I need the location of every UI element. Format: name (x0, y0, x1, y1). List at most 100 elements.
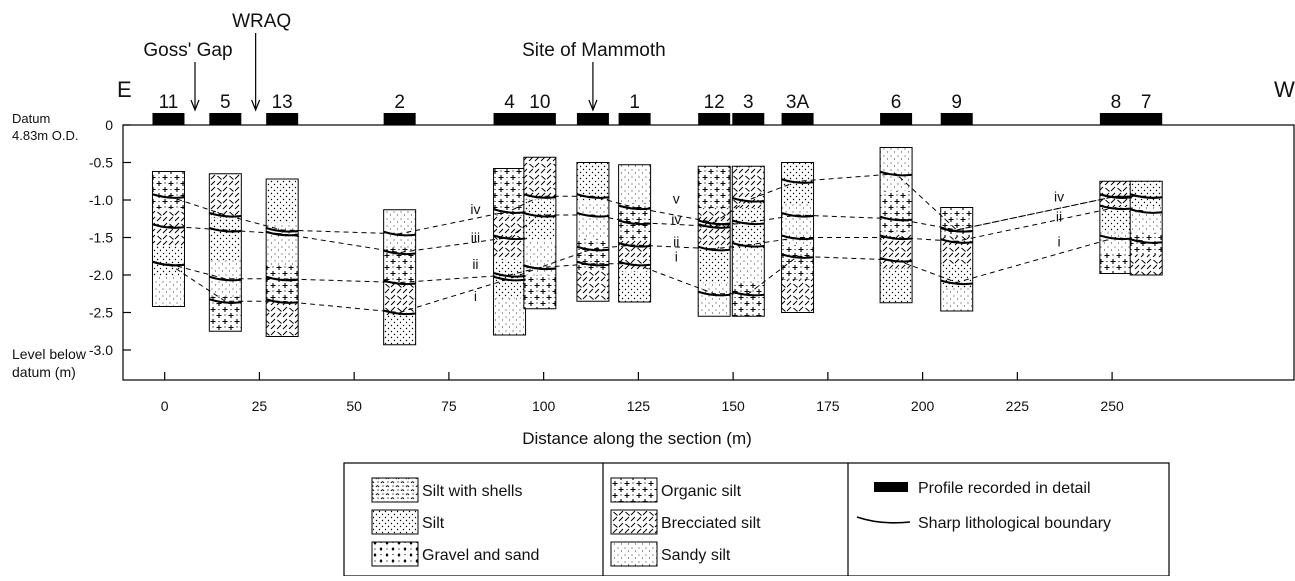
profile-outline (576, 162, 610, 302)
horizon-label: ii (673, 233, 679, 249)
profile-column-1 (576, 162, 610, 302)
legend-swatch-silt (371, 509, 419, 535)
profile-band (618, 271, 651, 302)
profile-band (732, 248, 765, 284)
y-tick-label: -0.5 (89, 155, 113, 171)
profile-column-6 (879, 147, 913, 304)
horizon-ii-sharp-boundary (618, 242, 651, 248)
profile-bar (493, 113, 526, 125)
horizon-iii-sharp-boundary (618, 219, 651, 226)
profile-band (523, 199, 556, 241)
horizon-ii-sharp-boundary (1099, 204, 1133, 211)
horizon-iv-sharp-boundary (265, 227, 299, 233)
horizon-ii-sharp-boundary (781, 234, 814, 241)
horizon-ii-sharp-boundary (152, 260, 185, 267)
horizon-i-sharp-boundary (209, 298, 242, 304)
profile-outline (265, 178, 299, 337)
legend-label: Organic silt (661, 483, 742, 500)
y-tick-label: -1.0 (89, 192, 113, 208)
horizon-label: i (675, 248, 678, 264)
legend-label: Silt (422, 515, 445, 532)
y-axis: 0-0.5-1.0-1.5-2.0-2.5-3.0 (89, 117, 131, 358)
x-tick-label: 100 (532, 398, 556, 414)
x-tick-label: 25 (252, 398, 268, 414)
profile-bar (940, 113, 973, 125)
profile-bar (781, 113, 814, 125)
profile-band (940, 288, 973, 311)
x-tick-label: 225 (1006, 398, 1030, 414)
y-tick-label: -3.0 (89, 342, 113, 358)
profile-band (152, 276, 185, 307)
profile-column-11 (151, 171, 185, 307)
horizon-lines (152, 170, 1163, 316)
arrow-head-icon (251, 99, 261, 112)
legend-swatch-organic (610, 477, 658, 503)
profile-number: 1 (629, 92, 640, 113)
profile-band (383, 209, 416, 248)
profile-bar (523, 113, 556, 125)
profile-band (1099, 253, 1132, 274)
profile-number: 7 (1141, 92, 1152, 113)
profile-outline (940, 207, 974, 312)
horizon-i-sharp-boundary (697, 290, 731, 297)
horizon-iii-sharp-boundary (209, 227, 242, 233)
profile-bar (576, 113, 609, 125)
profile-band (266, 179, 299, 224)
profile-number: 11 (159, 92, 179, 113)
horizon-iv-sharp-boundary (697, 219, 731, 226)
profile-bar (618, 113, 651, 125)
x-tick-label: 125 (627, 398, 651, 414)
horizon-label: i (474, 288, 477, 304)
profile-number: 5 (220, 92, 231, 113)
horizon-i-sharp-boundary (618, 260, 651, 267)
profile-band (698, 166, 731, 209)
horizon-label: iii (471, 230, 480, 246)
horizon-ii-sharp-boundary (383, 279, 416, 286)
legend-label: Silt with shells (422, 483, 522, 500)
horizon-ii-sharp-boundary (523, 264, 556, 271)
profile-bar (152, 113, 185, 125)
profile-number: 8 (1111, 92, 1122, 113)
profile-number: 6 (891, 92, 902, 113)
horizon-iii-sharp-boundary (493, 234, 526, 241)
profile-columns (151, 147, 1163, 346)
profile-band (493, 168, 526, 216)
profile-band (152, 245, 185, 277)
x-axis-label: Distance along the section (m) (522, 429, 752, 448)
legend-label: Profile recorded in detail (918, 480, 1091, 497)
y-tick-label: 0 (105, 117, 113, 133)
horizon-iv-sharp-boundary (493, 208, 526, 214)
horizon-iii-sharp-boundary (523, 212, 556, 218)
x-tick-label: 150 (721, 398, 745, 414)
profile-band (576, 270, 609, 302)
y-tick-label: -1.5 (89, 230, 113, 246)
horizon-ii-sharp-boundary (209, 275, 242, 282)
profile-band (493, 298, 526, 335)
profile-outline (1129, 180, 1163, 276)
horizon-ii-sharp-boundary (940, 238, 973, 244)
legend-label: Brecciated silt (661, 515, 761, 532)
profile-band (1130, 254, 1163, 275)
horizon-iv-sharp-boundary (383, 230, 416, 237)
legend-label: Gravel and sand (422, 547, 539, 564)
horizon-iv-dashed (168, 173, 1147, 235)
legend-label: Sharp lithological boundary (918, 515, 1111, 532)
profile-band (732, 283, 765, 317)
horizon-ii-dashed (168, 206, 1147, 284)
profile-band (152, 171, 185, 210)
profile-outline (731, 165, 765, 317)
profile-bar (1130, 113, 1163, 125)
profile-column-10 (523, 156, 557, 310)
profile-bar (732, 113, 765, 125)
horizon-label: iv (1054, 188, 1064, 204)
profile-column-13 (265, 178, 299, 337)
legend-swatch-shells (371, 477, 419, 503)
horizon-ii-sharp-boundary (1129, 208, 1163, 214)
horizon-ii-sharp-boundary (493, 272, 526, 278)
profile-column-4 (493, 168, 527, 336)
horizon-iv-sharp-boundary (940, 227, 973, 233)
horizon-iv-sharp-boundary (879, 170, 913, 177)
